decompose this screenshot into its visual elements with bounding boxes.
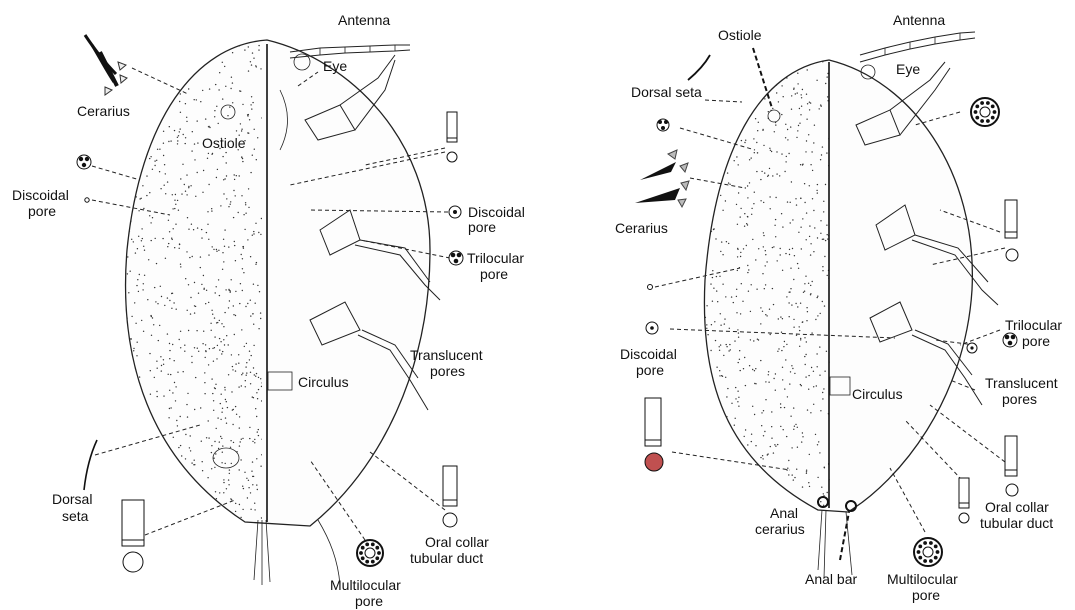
right-label-circulus: Circulus	[852, 386, 903, 402]
right-label-ostiole: Ostiole	[718, 27, 762, 43]
right-discoidal-icon	[646, 322, 658, 334]
right-label-antenna: Antenna	[893, 12, 945, 28]
left-trilocular-pore-icon	[449, 251, 463, 265]
right-label-cerarius: Cerarius	[615, 220, 668, 236]
right-label-discoidal-1: Discoidal	[620, 346, 677, 362]
right-label-trilocular-1: Trilocular	[1005, 317, 1062, 333]
right-label-anal-cerarius-1: Anal	[770, 505, 798, 521]
left-label-discoidal-pore-2: pore	[28, 203, 56, 219]
left-label-discoidal-pore-1: Discoidal	[12, 187, 69, 203]
right-trilocular-pore-icon	[1003, 333, 1017, 347]
left-cerarius-icon	[85, 35, 127, 95]
left-discoidal-icon	[85, 198, 89, 202]
right-trilocular-icon-small	[657, 119, 669, 131]
left-dorsal-seta-icon	[84, 440, 97, 490]
left-label-circulus: Circulus	[298, 374, 349, 390]
right-label-anal-bar: Anal bar	[805, 571, 857, 587]
right-label-trilocular-2: pore	[1022, 333, 1050, 349]
right-oral-collar-duct-icon-left	[645, 398, 663, 471]
right-oral-collar-duct-icon-mid	[1005, 200, 1018, 261]
left-label-ostiole: Ostiole	[202, 135, 246, 151]
left-label-multilocular-2: pore	[355, 593, 383, 609]
left-tubular-duct-icon	[447, 112, 457, 162]
left-oral-collar-duct-icon-2	[443, 466, 457, 527]
left-label-eye: Eye	[323, 58, 347, 74]
left-label-translucent-2: pores	[430, 363, 465, 379]
right-label-discoidal-2: pore	[636, 362, 664, 378]
right-label-multilocular-2: pore	[912, 587, 940, 603]
left-discoidal-pore-icon	[449, 206, 461, 218]
left-label-oral-collar-1: Oral collar	[425, 534, 489, 550]
left-oral-collar-duct-icon	[122, 500, 144, 572]
right-label-anal-cerarius-2: cerarius	[755, 521, 805, 537]
right-label-oral-collar-2: tubular duct	[980, 515, 1053, 531]
left-trilocular-icon	[77, 155, 91, 169]
right-label-multilocular-1: Multilocular	[887, 571, 958, 587]
right-cerarius-icon	[635, 150, 689, 207]
right-discoidal-pore-icon	[967, 343, 977, 353]
right-label-translucent-1: Translucent	[985, 375, 1058, 391]
left-label-translucent-1: Translucent	[410, 347, 483, 363]
right-label-translucent-2: pores	[1002, 391, 1037, 407]
left-label-discoidal-pore-r1: Discoidal	[468, 204, 525, 220]
left-label-dorsal-seta-1: Dorsal	[52, 491, 92, 507]
left-label-trilocular-1: Trilocular	[467, 250, 524, 266]
left-label-oral-collar-2: tubular duct	[410, 550, 483, 566]
right-oral-collar-duct-icon-small	[959, 478, 969, 523]
left-label-cerarius: Cerarius	[77, 103, 130, 119]
right-multilocular-pore-icon	[914, 538, 942, 566]
right-label-oral-collar-1: Oral collar	[985, 499, 1049, 515]
left-label-discoidal-pore-r2: pore	[468, 219, 496, 235]
left-multilocular-pore-icon	[357, 540, 383, 566]
left-label-dorsal-seta-2: seta	[62, 508, 89, 524]
right-label-dorsal-seta: Dorsal seta	[631, 84, 702, 100]
right-multilocular-icon-top	[971, 98, 999, 126]
left-body-outline	[126, 40, 430, 526]
right-label-eye: Eye	[896, 61, 920, 77]
right-small-pore-icon	[648, 285, 653, 290]
left-label-trilocular-2: pore	[480, 266, 508, 282]
left-specimen	[119, 40, 440, 585]
right-dorsal-seta-icon	[688, 55, 710, 80]
right-oral-collar-duct-icon-lower	[1005, 436, 1018, 496]
left-label-antenna: Antenna	[338, 12, 390, 28]
right-body-outline	[704, 60, 972, 512]
left-label-multilocular-1: Multilocular	[330, 577, 401, 593]
